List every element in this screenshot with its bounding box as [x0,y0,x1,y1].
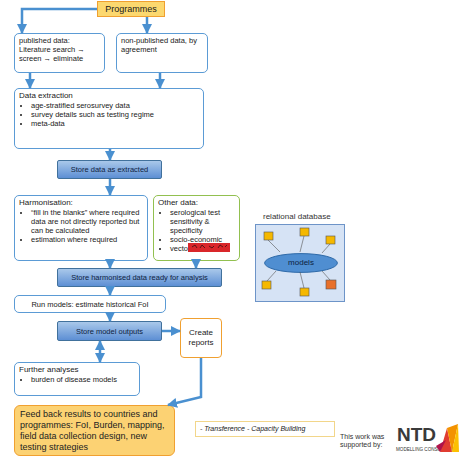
node-label: Create reports [181,328,221,347]
box-heading: Data extraction [19,91,199,101]
node-label: - Transference - Capacity Building [200,425,305,433]
flow-arrow [159,73,162,88]
box-heading: Other data: [158,198,235,208]
process-box: Harmonisation:“fill in the blanks” where… [14,195,148,261]
logo-text: MODELLING CONSORTIUM [396,447,442,452]
flow-arrow [109,313,112,321]
store-box: Store model outputs [57,321,162,341]
database-tables [262,228,336,296]
box-heading: Harmonisation: [19,198,143,208]
model-ellipse: models [264,253,338,273]
flow-arrow [109,149,112,160]
store-box: Store harmonised data ready for analysis [57,268,222,287]
node-label: Feed back results to countries and progr… [20,409,169,453]
database-box: relational databasemodels [255,224,345,302]
bullet-list: age-stratified serosurvey datasurvey det… [19,101,199,128]
bullet-item: age-stratified serosurvey data [31,101,199,110]
bullet-item: serological test sensitivity & specifici… [170,208,235,235]
node-label: Programmes [105,4,157,15]
node-label: Store data as extracted [71,165,149,174]
output-box: Feed back results to countries and progr… [14,405,175,456]
flow-arrow [162,330,180,333]
report-box: Create reports [180,318,222,358]
box-heading: relational database [263,212,331,222]
node-label: Store model outputs [76,327,143,336]
bullet-item: estimation where required [31,235,143,244]
node-label: published data: [19,36,100,45]
flow-arrow [109,179,112,195]
logo-text: NTD [397,424,441,446]
flow-arrow [109,287,112,295]
flow-arrow [29,73,32,88]
logo-text: This work was supported by: [340,433,396,449]
flow-arrow [109,261,112,268]
source-box: non-published data, by agreement [116,33,208,73]
bullet-item: socio-economic [170,235,235,244]
flow-arrow [99,341,102,362]
store-box: Store data as extracted [57,160,162,179]
flow-arrow [168,358,201,405]
input-box: Other data:serological test sensitivity … [153,195,240,261]
node-label: non-published data, by agreement [121,36,203,54]
start-box: Programmes [97,1,165,17]
bullet-list: “fill in the blanks” where required data… [19,208,143,244]
process-box: Further analysesburden of disease models [14,362,140,396]
flow-arrow [146,17,149,33]
node-label: Literature search → screen → eliminate [19,45,100,63]
flow-arrow [22,9,97,33]
box-heading: Further analyses [19,365,135,375]
bullet-item: vector [170,244,235,253]
bullet-list: serological test sensitivity & specifici… [158,208,235,253]
vector-image [188,243,230,252]
bullet-list: burden of disease models [19,375,135,384]
bullet-item: survey details such as testing regime [31,110,199,119]
bullet-item: burden of disease models [31,375,135,384]
process-box: Run models: estimate historical FoI [14,295,166,313]
consortium-logo [436,424,459,452]
node-label: models [288,258,314,268]
node-label: Store harmonised data ready for analysis [71,273,208,282]
note-box: - Transference - Capacity Building [195,421,335,437]
ellipse-outline [265,254,338,273]
source-box: published data:Literature search → scree… [14,33,105,73]
bullet-item: meta-data [31,119,199,128]
node-label: Run models: estimate historical FoI [31,300,148,309]
process-box: Data extractionage-stratified serosurvey… [14,88,204,149]
bullet-item: “fill in the blanks” where required data… [31,208,143,235]
flow-arrow [195,261,198,268]
